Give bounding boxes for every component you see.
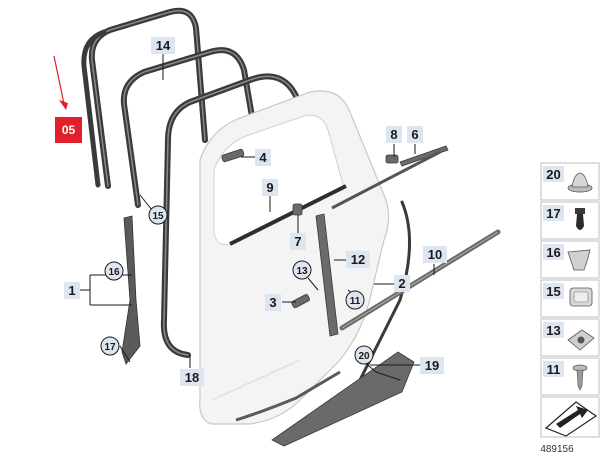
highlight-arrow bbox=[53, 55, 68, 110]
screw-11-icon bbox=[572, 364, 588, 391]
svg-text:17: 17 bbox=[546, 206, 560, 221]
svg-text:20: 20 bbox=[358, 351, 370, 362]
circle-callout-11: 11 bbox=[345, 290, 365, 310]
svg-text:17: 17 bbox=[104, 342, 116, 353]
svg-text:16: 16 bbox=[108, 267, 120, 278]
fastener-legend: 20 17 16 bbox=[540, 162, 600, 438]
clip-15-icon bbox=[569, 287, 593, 307]
svg-text:10: 10 bbox=[428, 247, 442, 262]
arrow-icon bbox=[556, 406, 588, 428]
callout-14: 14 bbox=[151, 37, 175, 54]
part-1-trim bbox=[121, 215, 141, 365]
highlight-badge: 05 bbox=[55, 117, 82, 143]
legend-item-17: 17 bbox=[540, 201, 600, 240]
callout-19: 19 bbox=[420, 357, 444, 374]
callout-6: 6 bbox=[407, 126, 423, 143]
svg-text:4: 4 bbox=[259, 150, 267, 165]
window-channel-strip bbox=[331, 150, 441, 210]
legend-item-13: 13 bbox=[540, 318, 600, 357]
svg-text:7: 7 bbox=[294, 234, 301, 249]
svg-text:8: 8 bbox=[390, 127, 397, 142]
door-seal-outer bbox=[81, 7, 208, 189]
circle-callout-15: 15 bbox=[148, 205, 168, 225]
door-seal-inner bbox=[160, 73, 311, 358]
clip-13-icon bbox=[567, 329, 595, 351]
svg-text:18: 18 bbox=[185, 370, 199, 385]
circle-callout-16: 16 bbox=[104, 261, 124, 281]
callout-3: 3 bbox=[265, 294, 281, 311]
callout-18: 18 bbox=[180, 369, 204, 386]
legend-tool-icon bbox=[540, 396, 600, 438]
circle-callout-17: 17 bbox=[100, 336, 120, 356]
svg-text:19: 19 bbox=[425, 358, 439, 373]
part-4-clip bbox=[221, 148, 245, 163]
svg-text:3: 3 bbox=[269, 295, 276, 310]
svg-text:1: 1 bbox=[68, 283, 75, 298]
svg-text:2: 2 bbox=[398, 276, 405, 291]
clip-20-icon bbox=[567, 172, 593, 193]
svg-text:16: 16 bbox=[546, 245, 560, 260]
svg-text:20: 20 bbox=[546, 167, 560, 182]
svg-text:11: 11 bbox=[350, 296, 361, 307]
callout-12: 12 bbox=[346, 251, 370, 268]
door-panel bbox=[199, 90, 390, 425]
svg-text:13: 13 bbox=[546, 323, 560, 338]
part-6-strip bbox=[399, 145, 449, 167]
callout-2: 2 bbox=[394, 275, 410, 292]
part-12-trim bbox=[315, 213, 339, 337]
callout-8: 8 bbox=[386, 126, 402, 143]
legend-item-16: 16 bbox=[540, 240, 600, 279]
sill-seal bbox=[235, 370, 341, 422]
part-19-trim bbox=[271, 351, 415, 447]
badge-label: 05 bbox=[62, 123, 76, 137]
legend-item-20: 20 bbox=[540, 162, 600, 201]
circle-callout-13: 13 bbox=[292, 260, 312, 280]
svg-text:6: 6 bbox=[411, 127, 418, 142]
circle-callout-20: 20 bbox=[354, 345, 374, 365]
clip-16-icon bbox=[567, 249, 591, 271]
part-10-strip-hi bbox=[341, 231, 499, 329]
callout-10: 10 bbox=[423, 246, 447, 263]
legend-item-11: 11 bbox=[540, 357, 600, 396]
svg-text:13: 13 bbox=[296, 266, 308, 277]
svg-text:9: 9 bbox=[266, 180, 273, 195]
part-8-clip bbox=[385, 154, 399, 164]
svg-text:15: 15 bbox=[546, 284, 560, 299]
svg-text:12: 12 bbox=[351, 252, 365, 267]
callout-1: 1 bbox=[64, 282, 80, 299]
callout-7: 7 bbox=[290, 233, 306, 250]
legend-item-15: 15 bbox=[540, 279, 600, 318]
svg-text:14: 14 bbox=[156, 38, 171, 53]
callout-9: 9 bbox=[262, 179, 278, 196]
svg-text:11: 11 bbox=[547, 362, 561, 377]
callout-4: 4 bbox=[255, 149, 271, 166]
reference-number: 489156 bbox=[540, 444, 574, 455]
part-3-clip bbox=[291, 294, 310, 309]
door-seal-middle bbox=[120, 47, 259, 208]
part-7-clip bbox=[292, 203, 303, 216]
svg-text:15: 15 bbox=[152, 211, 164, 222]
clip-17-icon bbox=[575, 208, 585, 230]
